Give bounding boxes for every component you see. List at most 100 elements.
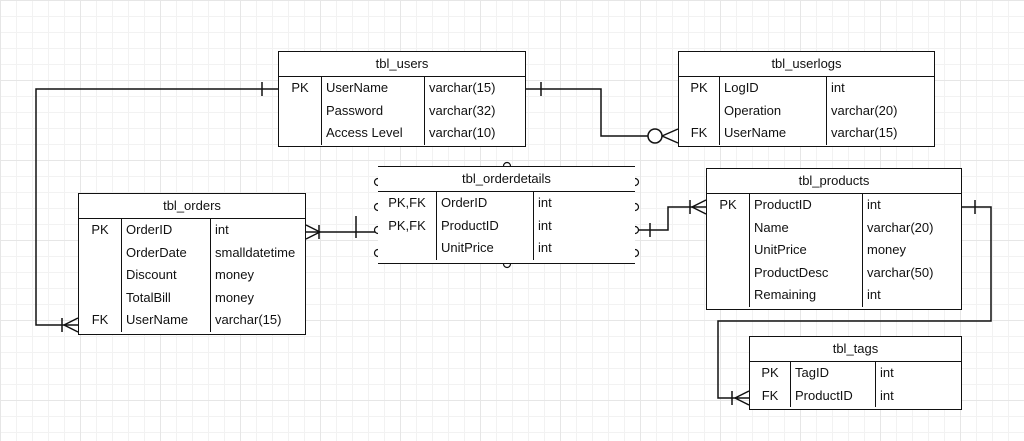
entity-tbl-tags[interactable]: tbl_tags PK TagID int FK ProductID int — [749, 336, 962, 410]
column-name: Password — [321, 99, 425, 122]
key-cell — [279, 122, 322, 145]
column-name: TagID — [790, 362, 876, 385]
key-cell: PK — [679, 77, 720, 100]
column-name: Access Level — [321, 122, 425, 145]
table-row[interactable]: PK OrderID int — [79, 219, 295, 242]
key-cell: PK,FK — [378, 192, 437, 215]
table-row[interactable]: Discount money — [79, 264, 295, 287]
table-row[interactable]: PK TagID int — [750, 362, 894, 385]
key-cell: PK — [279, 77, 322, 100]
table-row[interactable]: PK,FK OrderID int — [378, 192, 552, 215]
column-type: varchar(15) — [215, 312, 282, 327]
column-type: smalldatetime — [215, 244, 296, 260]
key-cell: FK — [679, 122, 720, 145]
table-row[interactable]: PK LogID int — [679, 77, 897, 100]
key-cell — [707, 216, 750, 239]
entity-title: tbl_orderdetails — [378, 167, 635, 192]
column-type: varchar(32) — [429, 102, 496, 118]
rel-orderdetails-products — [635, 206, 706, 231]
entity-title: tbl_products — [707, 169, 961, 194]
column-type: int — [867, 197, 881, 212]
key-cell: FK — [79, 309, 122, 332]
entity-title: tbl_orders — [79, 194, 305, 219]
column-type: varchar(10) — [429, 125, 496, 140]
column-type: int — [215, 222, 229, 237]
column-name: UnitPrice — [436, 237, 534, 260]
column-name: ProductID — [749, 194, 863, 217]
key-cell: FK — [750, 384, 791, 407]
column-type: varchar(20) — [867, 219, 934, 235]
crowfoot-marker — [63, 317, 79, 333]
key-cell — [79, 286, 122, 309]
column-type: varchar(15) — [429, 80, 496, 95]
column-name: ProductID — [436, 214, 534, 237]
column-type: int — [538, 240, 552, 255]
key-cell — [279, 99, 322, 122]
table-row[interactable]: Password varchar(32) — [279, 99, 496, 122]
table-row[interactable]: FK UserName varchar(15) — [79, 309, 295, 332]
rel-users-userlogs — [526, 88, 648, 137]
column-type: int — [831, 80, 845, 95]
rel-products-tags — [717, 206, 992, 399]
column-type: int — [538, 195, 552, 210]
entity-tbl-users[interactable]: tbl_users PK UserName varchar(15) Passwo… — [278, 51, 526, 147]
column-name: ProductDesc — [749, 261, 863, 284]
table-row[interactable]: Name varchar(20) — [707, 216, 934, 239]
table-row[interactable]: UnitPrice money — [707, 239, 933, 262]
table-row[interactable]: TotalBill money — [79, 286, 295, 309]
column-type: int — [880, 387, 894, 403]
column-type: int — [867, 287, 881, 302]
key-cell — [79, 264, 122, 287]
column-type: int — [880, 365, 894, 380]
table-row[interactable]: Access Level varchar(10) — [279, 122, 495, 145]
table-row[interactable]: FK ProductID int — [750, 384, 894, 407]
table-row[interactable]: Remaining int — [707, 284, 933, 307]
column-type: money — [867, 242, 907, 257]
crowfoot-marker — [661, 128, 679, 144]
table-row[interactable]: PK ProductID int — [707, 194, 933, 217]
column-name: ProductID — [790, 384, 876, 407]
entity-tbl-orderdetails[interactable]: tbl_orderdetails PK,FK OrderID int PK,FK… — [378, 166, 635, 264]
key-cell — [79, 241, 122, 264]
entity-title: tbl_userlogs — [679, 52, 934, 77]
column-name: Remaining — [749, 284, 863, 307]
column-name: TotalBill — [121, 286, 211, 309]
column-name: UserName — [321, 77, 425, 100]
column-type: varchar(20) — [831, 102, 898, 118]
key-cell — [707, 239, 750, 262]
column-name: UnitPrice — [749, 239, 863, 262]
key-cell — [679, 99, 720, 122]
crowfoot-marker — [305, 224, 321, 240]
column-name: OrderID — [121, 219, 211, 242]
column-name: Operation — [719, 99, 827, 122]
table-row[interactable]: Operation varchar(20) — [679, 99, 898, 122]
column-type: money — [215, 267, 255, 282]
column-name: UserName — [121, 309, 211, 332]
entity-title: tbl_users — [279, 52, 525, 77]
key-cell — [707, 261, 750, 284]
column-name: UserName — [719, 122, 827, 145]
column-type: money — [215, 289, 255, 305]
table-row[interactable]: FK UserName varchar(15) — [679, 122, 897, 145]
column-name: Discount — [121, 264, 211, 287]
crowfoot-marker — [691, 199, 707, 215]
entity-tbl-products[interactable]: tbl_products PK ProductID int Name varch… — [706, 168, 962, 310]
column-name: OrderID — [436, 192, 534, 215]
column-type: varchar(50) — [867, 264, 934, 280]
table-row[interactable]: PK UserName varchar(15) — [279, 77, 495, 100]
table-row[interactable]: PK,FK ProductID int — [378, 214, 552, 237]
table-row[interactable]: ProductDesc varchar(50) — [707, 261, 934, 284]
table-row[interactable]: OrderDate smalldatetime — [79, 241, 296, 264]
column-type: int — [538, 217, 552, 233]
entity-tbl-orders[interactable]: tbl_orders PK OrderID int OrderDate smal… — [78, 193, 306, 335]
key-cell: PK — [79, 219, 122, 242]
key-cell: PK — [750, 362, 791, 385]
key-cell — [378, 237, 437, 260]
key-cell: PK — [707, 194, 750, 217]
zero-marker — [647, 128, 663, 144]
rel-users-orders — [35, 88, 278, 326]
entity-tbl-userlogs[interactable]: tbl_userlogs PK LogID int Operation varc… — [678, 51, 935, 147]
table-row[interactable]: UnitPrice int — [378, 237, 552, 260]
entity-title: tbl_tags — [750, 337, 961, 362]
column-name: OrderDate — [121, 241, 211, 264]
